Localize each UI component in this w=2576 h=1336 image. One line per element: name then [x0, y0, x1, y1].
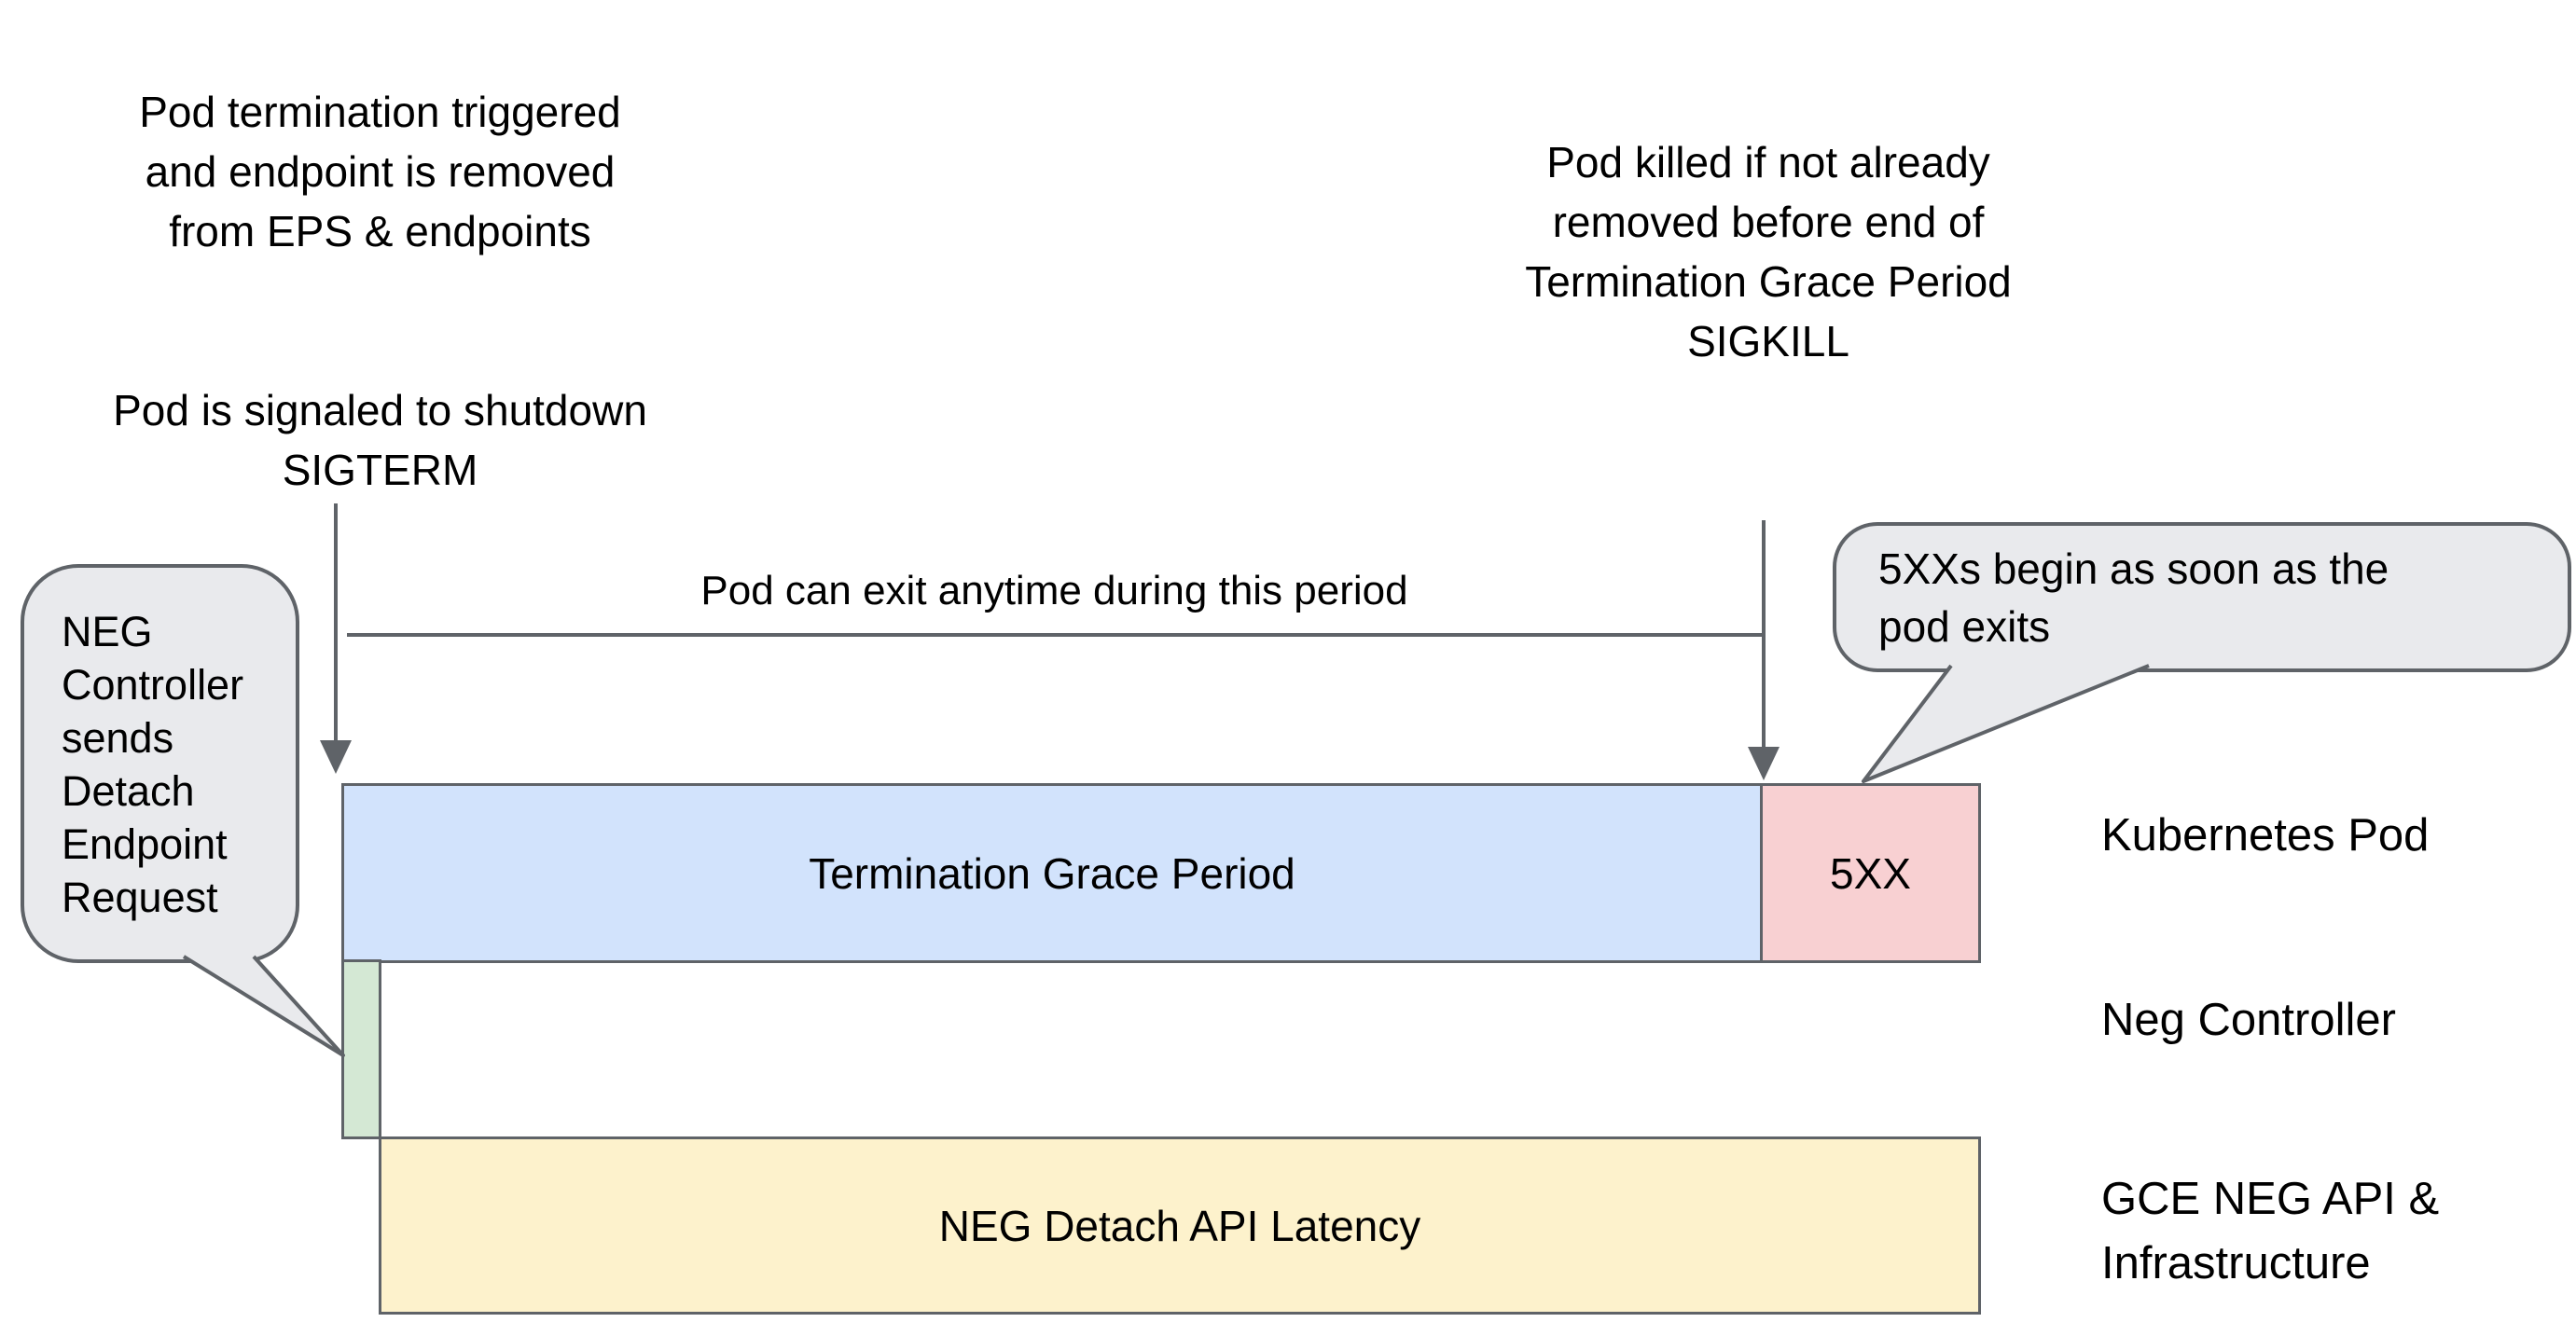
callout-5xx: 5XXs begin as soon as the pod exits — [1833, 522, 2571, 672]
bar-neg-detach-request — [341, 959, 381, 1139]
termination-grace-period-label: Termination Grace Period — [809, 848, 1295, 898]
callout-tail-left — [182, 955, 345, 1057]
lane-label-gce-neg-api: GCE NEG API & Infrastructure — [2101, 1174, 2440, 1288]
callout-neg-controller: NEG Controller sends Detach Endpoint Req… — [21, 564, 299, 963]
sigkill-arrowhead — [1748, 747, 1780, 780]
bar-neg-detach-api-latency: NEG Detach API Latency — [379, 1136, 1981, 1315]
exit-period-label: Pod can exit anytime during this period — [700, 568, 1408, 613]
5xx-label: 5XX — [1830, 848, 1911, 898]
annotation-pod-killed: Pod killed if not already removed before… — [1525, 138, 2012, 365]
lane-label-kubernetes-pod: Kubernetes Pod — [2101, 810, 2430, 861]
pod-termination-text: Pod termination triggered and endpoint i… — [139, 88, 621, 255]
lane-label-neg-controller: Neg Controller — [2101, 995, 2396, 1045]
neg-detach-api-latency-label: NEG Detach API Latency — [938, 1201, 1421, 1250]
callout-tail-right — [1862, 664, 2150, 783]
pod-signaled-text: Pod is signaled to shutdown SIGTERM — [113, 386, 647, 494]
bar-5xx: 5XX — [1760, 783, 1981, 963]
sigterm-arrowhead — [320, 740, 352, 774]
annotation-pod-termination: Pod termination triggered and endpoint i… — [79, 22, 681, 559]
bar-termination-grace-period: Termination Grace Period — [341, 783, 1763, 963]
